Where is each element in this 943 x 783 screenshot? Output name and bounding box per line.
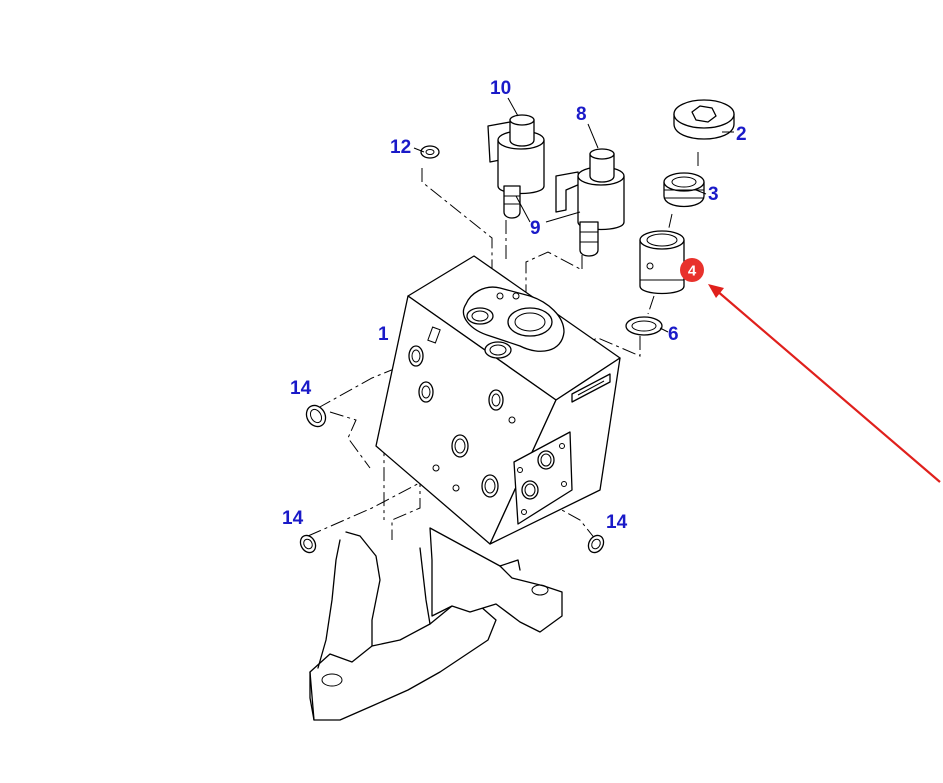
- solenoid-valve-10: [487, 114, 545, 219]
- o-ring-14-upper: [305, 404, 327, 428]
- valve-block: [375, 255, 621, 545]
- callout-6: 6: [668, 324, 679, 345]
- callout-10: 10: [490, 78, 511, 99]
- o-ring-14-right: [587, 534, 605, 554]
- sleeve-4: [639, 230, 685, 295]
- mounting-bracket: [309, 527, 563, 721]
- callout-3: 3: [708, 184, 719, 205]
- callout-1: 1: [378, 324, 389, 345]
- callout-9: 9: [530, 218, 541, 239]
- callout-14-right: 14: [606, 512, 628, 533]
- highlight-arrowhead: [708, 284, 724, 298]
- highlight-badge-label: 4: [688, 263, 697, 280]
- highlight-annotation: 4: [680, 258, 941, 483]
- callout-14-upper: 14: [290, 378, 312, 399]
- callout-2: 2: [736, 124, 747, 145]
- plug-2: [673, 99, 735, 140]
- callout-8: 8: [576, 104, 587, 125]
- callout-numbers: 10 8 2 12 3 9 6 1 14 14 14: [282, 78, 747, 533]
- callout-leaders: [413, 97, 734, 333]
- solenoid-valve-8: [555, 148, 625, 257]
- callout-14-lower: 14: [282, 508, 304, 529]
- cap-3: [663, 172, 705, 208]
- highlight-arrow: [715, 289, 941, 483]
- callout-12: 12: [390, 137, 411, 158]
- highlight-badge: [680, 258, 704, 282]
- o-ring-14-lower: [299, 534, 317, 554]
- seal-ring-12: [420, 145, 440, 159]
- seal-ring-6: [625, 316, 663, 336]
